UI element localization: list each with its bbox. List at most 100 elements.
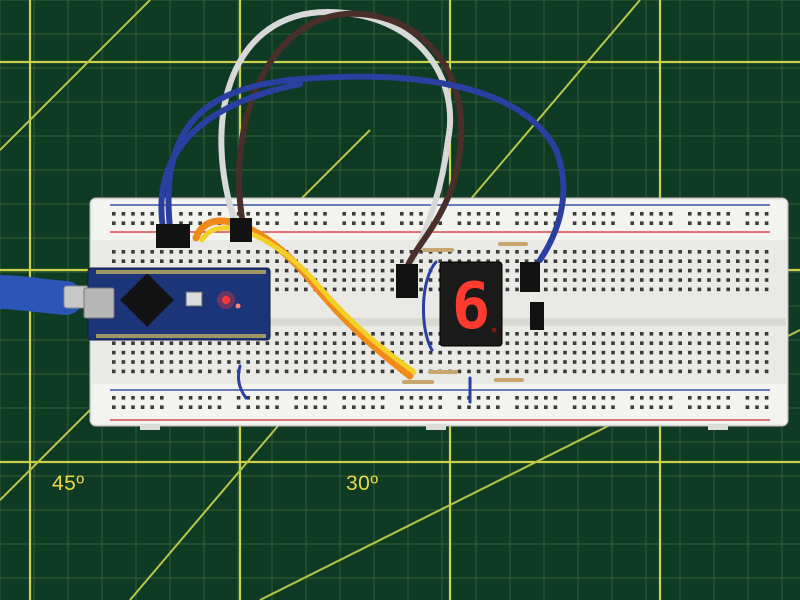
breadboard-hole xyxy=(611,350,615,355)
breadboard-hole xyxy=(601,360,606,364)
breadboard-hole xyxy=(140,250,145,254)
breadboard-hole xyxy=(246,259,250,263)
breadboard-hole xyxy=(697,405,702,409)
breadboard-hole xyxy=(313,332,318,336)
breadboard-hole xyxy=(736,350,740,355)
breadboard-hole xyxy=(313,405,318,409)
breadboard-hole xyxy=(371,278,375,282)
breadboard-hole xyxy=(563,287,567,292)
breadboard-hole xyxy=(505,250,510,254)
breadboard-hole xyxy=(198,212,202,216)
breadboard-hole xyxy=(582,360,586,364)
breadboard-hole xyxy=(745,278,750,282)
breadboard-hole xyxy=(534,350,538,355)
breadboard-hole xyxy=(275,360,279,364)
breadboard-hole xyxy=(755,332,759,336)
breadboard-hole xyxy=(515,396,519,400)
breadboard-hole xyxy=(649,369,654,374)
breadboard-hole xyxy=(707,212,711,216)
breadboard-hole xyxy=(668,332,673,336)
breadboard-hole xyxy=(563,259,567,263)
breadboard-hole xyxy=(726,212,730,216)
breadboard-hole xyxy=(640,350,644,355)
breadboard-hole xyxy=(601,268,606,273)
breadboard-hole xyxy=(409,405,414,409)
breadboard-hole xyxy=(640,332,644,336)
breadboard-hole xyxy=(236,396,241,400)
breadboard-hole xyxy=(208,259,212,263)
breadboard-hole xyxy=(294,332,298,336)
breadboard-hole xyxy=(649,212,654,216)
breadboard-hole xyxy=(755,396,759,400)
breadboard-hole xyxy=(534,250,538,254)
breadboard-hole xyxy=(313,350,318,355)
breadboard-hole xyxy=(332,250,337,254)
breadboard-hole xyxy=(169,259,174,263)
breadboard-hole xyxy=(553,341,558,345)
breadboard-hole xyxy=(611,259,615,263)
breadboard-hole xyxy=(198,369,202,374)
breadboard-hole xyxy=(505,332,510,336)
breadboard-hole xyxy=(227,259,231,263)
breadboard-hole xyxy=(246,369,250,374)
breadboard-hole xyxy=(544,350,548,355)
breadboard-hole xyxy=(534,259,538,263)
breadboard-hole xyxy=(121,212,126,216)
breadboard-hole xyxy=(668,250,673,254)
breadboard-hole xyxy=(572,212,577,216)
breadboard-hole xyxy=(188,405,193,409)
breadboard-hole xyxy=(524,360,529,364)
breadboard-hole xyxy=(486,360,490,364)
breadboard-hole xyxy=(428,332,433,336)
breadboard-hole xyxy=(582,341,586,345)
breadboard-hole xyxy=(736,278,740,282)
breadboard-hole xyxy=(534,360,538,364)
breadboard-hole xyxy=(179,250,183,254)
breadboard-hole xyxy=(467,405,471,409)
breadboard-hole xyxy=(284,268,289,273)
breadboard-hole xyxy=(640,212,644,216)
breadboard-hole xyxy=(678,360,682,364)
breadboard-hole xyxy=(275,268,279,273)
breadboard-hole xyxy=(707,332,711,336)
breadboard-hole xyxy=(572,360,577,364)
breadboard-hole xyxy=(457,369,462,374)
breadboard-hole xyxy=(620,278,625,282)
breadboard-hole xyxy=(630,268,634,273)
breadboard-hole xyxy=(649,268,654,273)
breadboard-hole xyxy=(284,350,289,355)
breadboard-hole xyxy=(188,221,193,225)
breadboard-hole xyxy=(160,369,164,374)
breadboard-hole xyxy=(198,396,202,400)
breadboard-hole xyxy=(572,221,577,225)
breadboard-hole xyxy=(697,221,702,225)
breadboard-hole xyxy=(668,259,673,263)
breadboard-hole xyxy=(448,360,452,364)
breadboard-hole xyxy=(659,221,663,225)
breadboard-hole xyxy=(275,341,279,345)
breadboard-hole xyxy=(150,341,154,345)
seven-segment-display: 6 xyxy=(439,261,503,347)
wire-blue-long xyxy=(165,73,567,263)
breadboard-hole xyxy=(304,259,308,263)
breadboard-hole xyxy=(188,396,193,400)
breadboard-hole xyxy=(764,250,769,254)
breadboard-hole xyxy=(640,341,644,345)
breadboard-hole xyxy=(361,212,366,216)
breadboard-hole xyxy=(304,369,308,374)
breadboard-hole xyxy=(486,350,490,355)
breadboard-hole xyxy=(294,250,298,254)
breadboard-hole xyxy=(745,369,750,374)
breadboard-hole xyxy=(304,287,308,292)
breadboard-hole xyxy=(534,405,538,409)
breadboard-hole xyxy=(716,259,721,263)
breadboard-hole xyxy=(131,350,135,355)
breadboard-hole xyxy=(400,212,404,216)
breadboard-hole xyxy=(121,341,126,345)
breadboard-hole xyxy=(601,259,606,263)
breadboard-hole xyxy=(160,405,164,409)
breadboard-hole xyxy=(332,332,337,336)
breadboard-hole xyxy=(726,268,730,273)
breadboard-hole xyxy=(284,287,289,292)
